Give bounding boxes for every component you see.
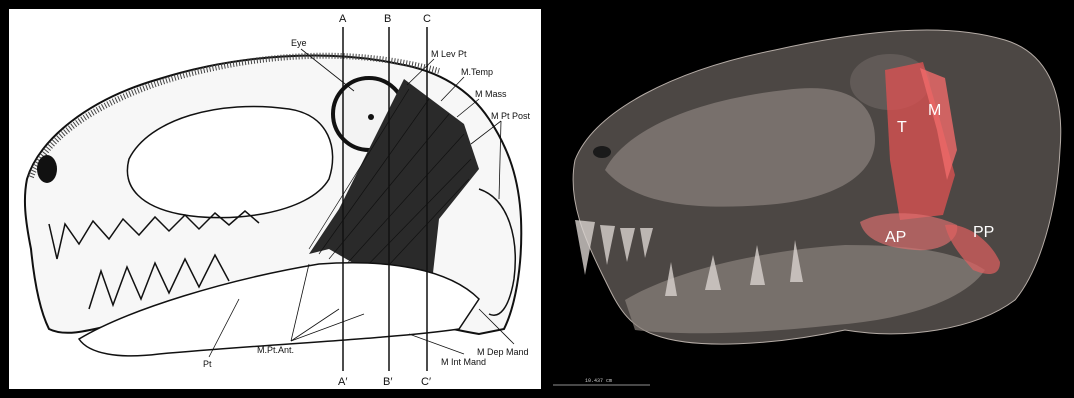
section-label-c: C — [423, 13, 431, 25]
skull-3d-nostril — [593, 146, 611, 158]
eye-pupil — [368, 114, 374, 120]
label-eye: Eye — [291, 38, 307, 48]
section-label-a: A — [339, 13, 347, 25]
label-pt: Pt — [203, 359, 212, 369]
skull-line-drawing: A B C A′ B′ C′ — [9, 9, 541, 389]
label-m-dep-mand: M Dep Mand — [477, 347, 529, 357]
label-m-temp: M.Temp — [461, 67, 493, 77]
section-label-c-prime: C′ — [421, 376, 431, 388]
section-label-a-prime: A′ — [338, 376, 347, 388]
render-panel: T M AP PP 10.437 cm — [545, 0, 1074, 398]
label-m-lev-pt: M Lev Pt — [431, 49, 467, 59]
section-label-b-prime: B′ — [383, 376, 392, 388]
label-m-int-mand: M Int Mand — [441, 357, 486, 367]
label-m: M — [928, 102, 941, 119]
label-pp: PP — [973, 224, 994, 241]
drawing-panel: A B C A′ B′ C′ — [0, 0, 545, 398]
label-t: T — [897, 119, 907, 136]
scale-label: 10.437 cm — [585, 378, 612, 384]
label-m-pt-post: M Pt Post — [491, 111, 531, 121]
drawing-frame: A B C A′ B′ C′ — [9, 9, 541, 389]
skull-3d-render: T M AP PP 10.437 cm — [545, 0, 1074, 398]
section-label-b: B — [384, 13, 391, 25]
nostril — [37, 155, 57, 183]
label-m-mass: M Mass — [475, 89, 507, 99]
label-ap: AP — [885, 229, 906, 246]
label-m-pt-ant: M.Pt.Ant. — [257, 345, 294, 355]
